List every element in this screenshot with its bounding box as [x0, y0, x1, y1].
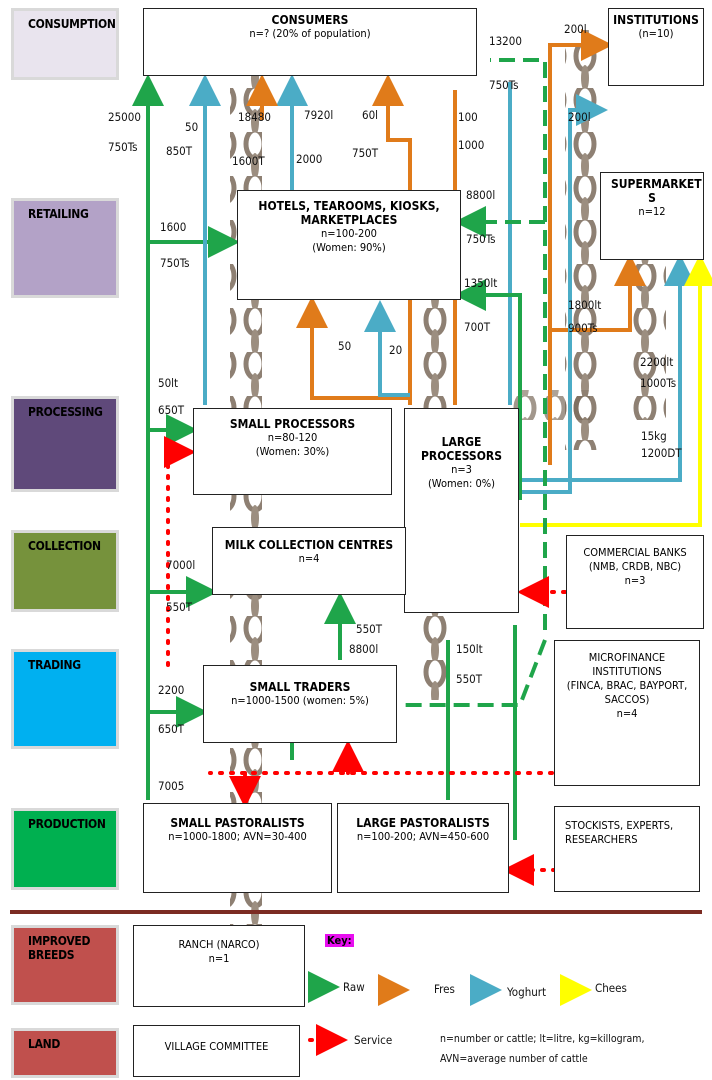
- actor-consumers: CONSUMERS n=? (20% of population): [143, 8, 477, 76]
- actor-small-pastoralists: SMALL PASTORALISTS n=1000-1800; AVN=30-4…: [143, 803, 332, 893]
- flow-label: 850T: [166, 144, 192, 158]
- key-fresh: Fres: [434, 982, 455, 996]
- flow-label: 60l: [362, 108, 378, 122]
- flow-label: 1000: [458, 138, 484, 152]
- flow-label: 750Ts: [489, 78, 519, 92]
- flow-label: 750Ts: [160, 256, 190, 270]
- flow-label: 50: [185, 120, 198, 134]
- flow-label: 50lt: [158, 376, 178, 390]
- flow-label: 900Ts: [568, 321, 598, 335]
- key-note-2: AVN=average number of cattle: [440, 1053, 588, 1065]
- flow-label: 25000: [108, 110, 141, 124]
- key-raw: Raw: [343, 980, 365, 994]
- actor-small-processors: SMALL PROCESSORS n=80-120 (Women: 30%): [193, 408, 392, 495]
- flow-label: 200l: [564, 22, 587, 36]
- flow-label: 8800l: [349, 642, 378, 656]
- flow-label: 550T: [166, 600, 192, 614]
- flow-label: 650T: [158, 403, 184, 417]
- flow-label: 13200: [489, 34, 522, 48]
- actor-microfinance: MICROFINANCE INSTITUTIONS (FINCA, BRAC, …: [554, 640, 700, 786]
- flow-label: 1350lt: [464, 276, 497, 290]
- actor-institutions: INSTITUTIONS (n=10): [608, 8, 704, 86]
- actor-milk-collection-centres: MILK COLLECTION CENTRES n=4: [212, 527, 406, 595]
- actor-commercial-banks: COMMERCIAL BANKS (NMB, CRDB, NBC) n=3: [566, 535, 704, 629]
- actor-large-processors: LARGE PROCESSORS n=3 (Women: 0%): [404, 408, 519, 613]
- flow-label: 8800l: [466, 188, 495, 202]
- actor-ranch: RANCH (NARCO) n=1: [133, 925, 305, 1007]
- actor-village-committee: VILLAGE COMMITTEE: [133, 1025, 300, 1077]
- flow-label: 7920l: [304, 108, 333, 122]
- flow-label: 18480: [238, 110, 271, 124]
- flow-label: 50: [338, 339, 351, 353]
- flow-label: 2200: [158, 683, 184, 697]
- flow-fresh-lp-supermarkets: [550, 262, 630, 330]
- flow-label: 1200DT: [641, 446, 682, 460]
- flow-label: 550T: [456, 672, 482, 686]
- flow-label: 550T: [356, 622, 382, 636]
- actor-supermarkets: SUPERMARKET S n=12: [600, 172, 704, 260]
- flow-label: 650T: [158, 722, 184, 736]
- flow-label: 750T: [352, 146, 378, 160]
- key-note-1: n=number or cattle; lt=litre, kg=killogr…: [440, 1033, 644, 1045]
- actor-small-traders: SMALL TRADERS n=1000-1500 (women: 5%): [203, 665, 397, 743]
- flow-label: 750Ts: [108, 140, 138, 154]
- flow-label: 1800lt: [568, 298, 601, 312]
- flow-label: 150lt: [456, 642, 483, 656]
- flow-label: 15kg: [641, 429, 667, 443]
- flow-label: 1000Ts: [640, 376, 676, 390]
- flow-label: 700T: [464, 320, 490, 334]
- flow-label: 1600T: [232, 154, 265, 168]
- flow-label: 20: [389, 343, 402, 357]
- actor-large-pastoralists: LARGE PASTORALISTS n=100-200; AVN=450-60…: [337, 803, 509, 893]
- flow-label: 7000l: [166, 558, 195, 572]
- flow-label: 2000: [296, 152, 322, 166]
- flow-label: 750Ts: [466, 232, 496, 246]
- key-cheese: Chees: [595, 981, 627, 995]
- key-yoghurt: Yoghurt: [507, 985, 546, 999]
- flow-label: 200l: [568, 110, 591, 124]
- actor-stockists: STOCKISTS, EXPERTS, RESEARCHERS: [554, 806, 700, 892]
- flow-label: 100: [458, 110, 478, 124]
- flow-label: 1600: [160, 220, 186, 234]
- key-service: Service: [354, 1033, 392, 1047]
- flow-label: 2200lt: [640, 355, 673, 369]
- key-title: Key:: [325, 934, 354, 947]
- flow-label: 7005: [158, 779, 184, 793]
- actor-hotels: HOTELS, TEAROOMS, KIOSKS, MARKETPLACES n…: [237, 190, 461, 300]
